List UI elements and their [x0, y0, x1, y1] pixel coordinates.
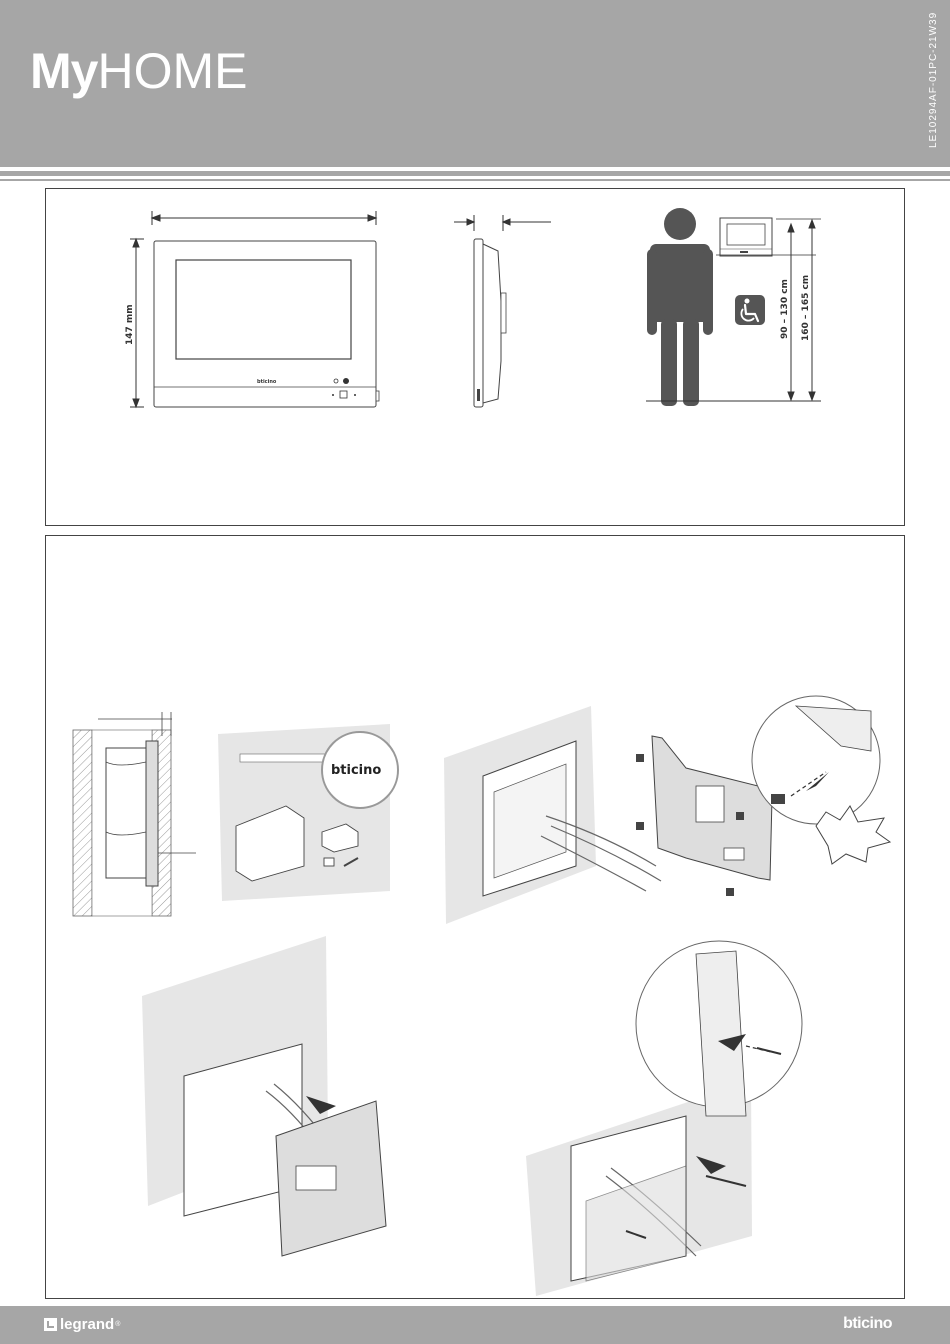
wheelchair-icon: [735, 295, 765, 325]
plate-screw-step: [526, 941, 802, 1296]
person-figure: [647, 208, 713, 406]
myhome-logo: MyHOME: [30, 46, 247, 96]
dimensions-drawing: 147 mm bticino: [46, 189, 906, 527]
footer-band: legrand® bticino: [0, 1306, 950, 1344]
box-logo: bticino: [331, 763, 381, 778]
wall-section-step: [73, 712, 196, 916]
bticino-logo: bticino: [843, 1315, 892, 1333]
range-low-label: 90 – 130 cm: [780, 279, 790, 339]
document-code: LE10294AF-01PC-21W39: [928, 12, 939, 148]
range-high-label: 160 – 165 cm: [801, 275, 811, 341]
plate-anchor-step: [444, 696, 890, 924]
legrand-registered-mark: ®: [115, 1321, 120, 1328]
header-divider-thin: [0, 179, 950, 181]
device-logo: bticino: [257, 379, 277, 385]
header-band: MyHOME LE10294AF-01PC-21W39: [0, 0, 950, 167]
dimensions-panel: 147 mm bticino: [45, 188, 905, 526]
wall-device-icon: [720, 218, 772, 256]
device-front-view: bticino: [154, 241, 379, 407]
legrand-square-icon: [44, 1318, 57, 1331]
header-divider: [0, 171, 950, 176]
box-package-step: bticino: [218, 724, 398, 901]
brand-my: My: [30, 43, 97, 99]
width-dimension-arrow: [152, 211, 376, 225]
brand-home: HOME: [97, 43, 247, 99]
legrand-text: legrand: [60, 1316, 114, 1333]
height-label: 147 mm: [125, 304, 135, 345]
installation-drawing: bticino: [46, 536, 906, 1300]
legrand-logo: legrand®: [44, 1316, 120, 1333]
depth-dimension-arrows: [454, 215, 551, 231]
plate-fix-step: [142, 936, 386, 1256]
installation-panel: bticino: [45, 535, 905, 1299]
device-side-view: [474, 239, 506, 407]
